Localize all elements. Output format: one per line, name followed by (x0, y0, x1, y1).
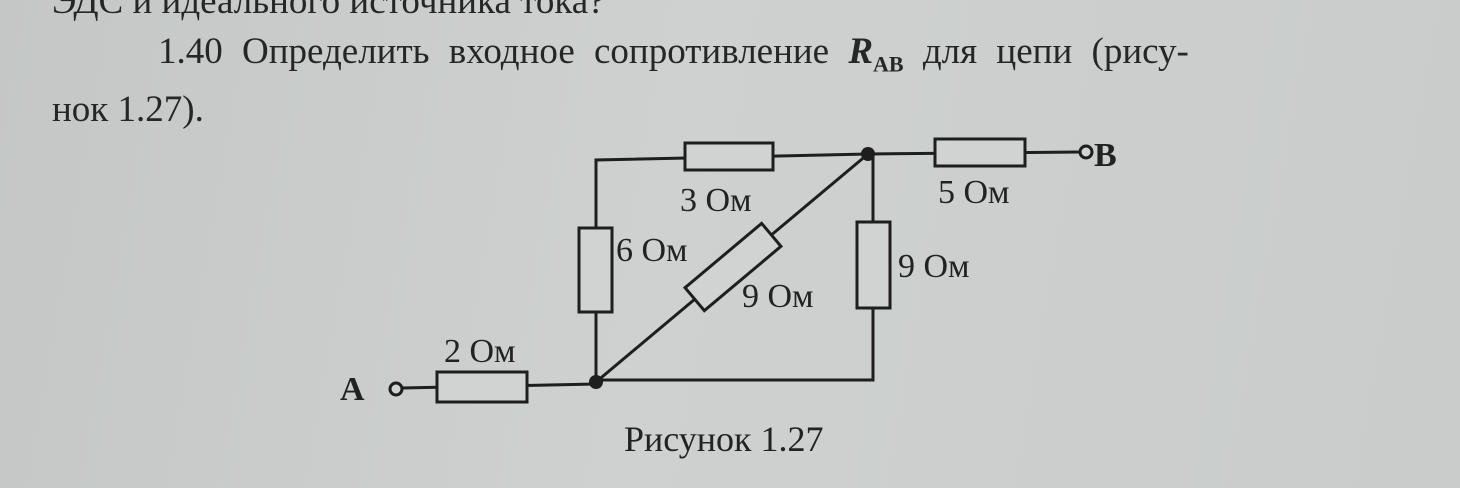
previous-question-text: ЭДС и идеального источника тока? (52, 0, 605, 22)
resistance-symbol: R (848, 31, 874, 72)
terminal-a-node (388, 381, 404, 397)
label-3-ohm: 3 Ом (680, 182, 752, 219)
terminal-b-node (1078, 144, 1094, 160)
resistor-3-ohm (683, 141, 775, 172)
problem-continuation: нок 1.27). (52, 89, 204, 130)
problem-text-start: 1.40 Определить входное сопротивление (158, 31, 830, 72)
resistor-2-ohm (435, 370, 529, 404)
resistor-9-ohm-right (855, 220, 892, 310)
label-2-ohm: 2 Ом (444, 333, 516, 370)
resistance-subscript: AB (873, 51, 904, 77)
figure-caption: Рисунок 1.27 (624, 419, 824, 459)
resistor-5-ohm (933, 137, 1027, 168)
label-9-ohm-right: 9 Ом (898, 248, 970, 285)
label-9-ohm-diagonal: 9 Ом (742, 278, 814, 315)
terminal-a-label: A (340, 371, 365, 408)
label-6-ohm: 6 Ом (616, 232, 688, 269)
problem-text-end: для цепи (рису- (922, 31, 1189, 72)
label-5-ohm: 5 Ом (938, 174, 1010, 211)
problem-statement: 1.40 Определить входное сопротивление RA… (158, 30, 1189, 77)
junction-bottom (589, 375, 603, 389)
terminal-b-label: B (1094, 137, 1117, 174)
junction-top (861, 147, 875, 161)
resistor-9-ohm-diagonal (682, 221, 784, 313)
resistor-6-ohm (577, 226, 614, 314)
